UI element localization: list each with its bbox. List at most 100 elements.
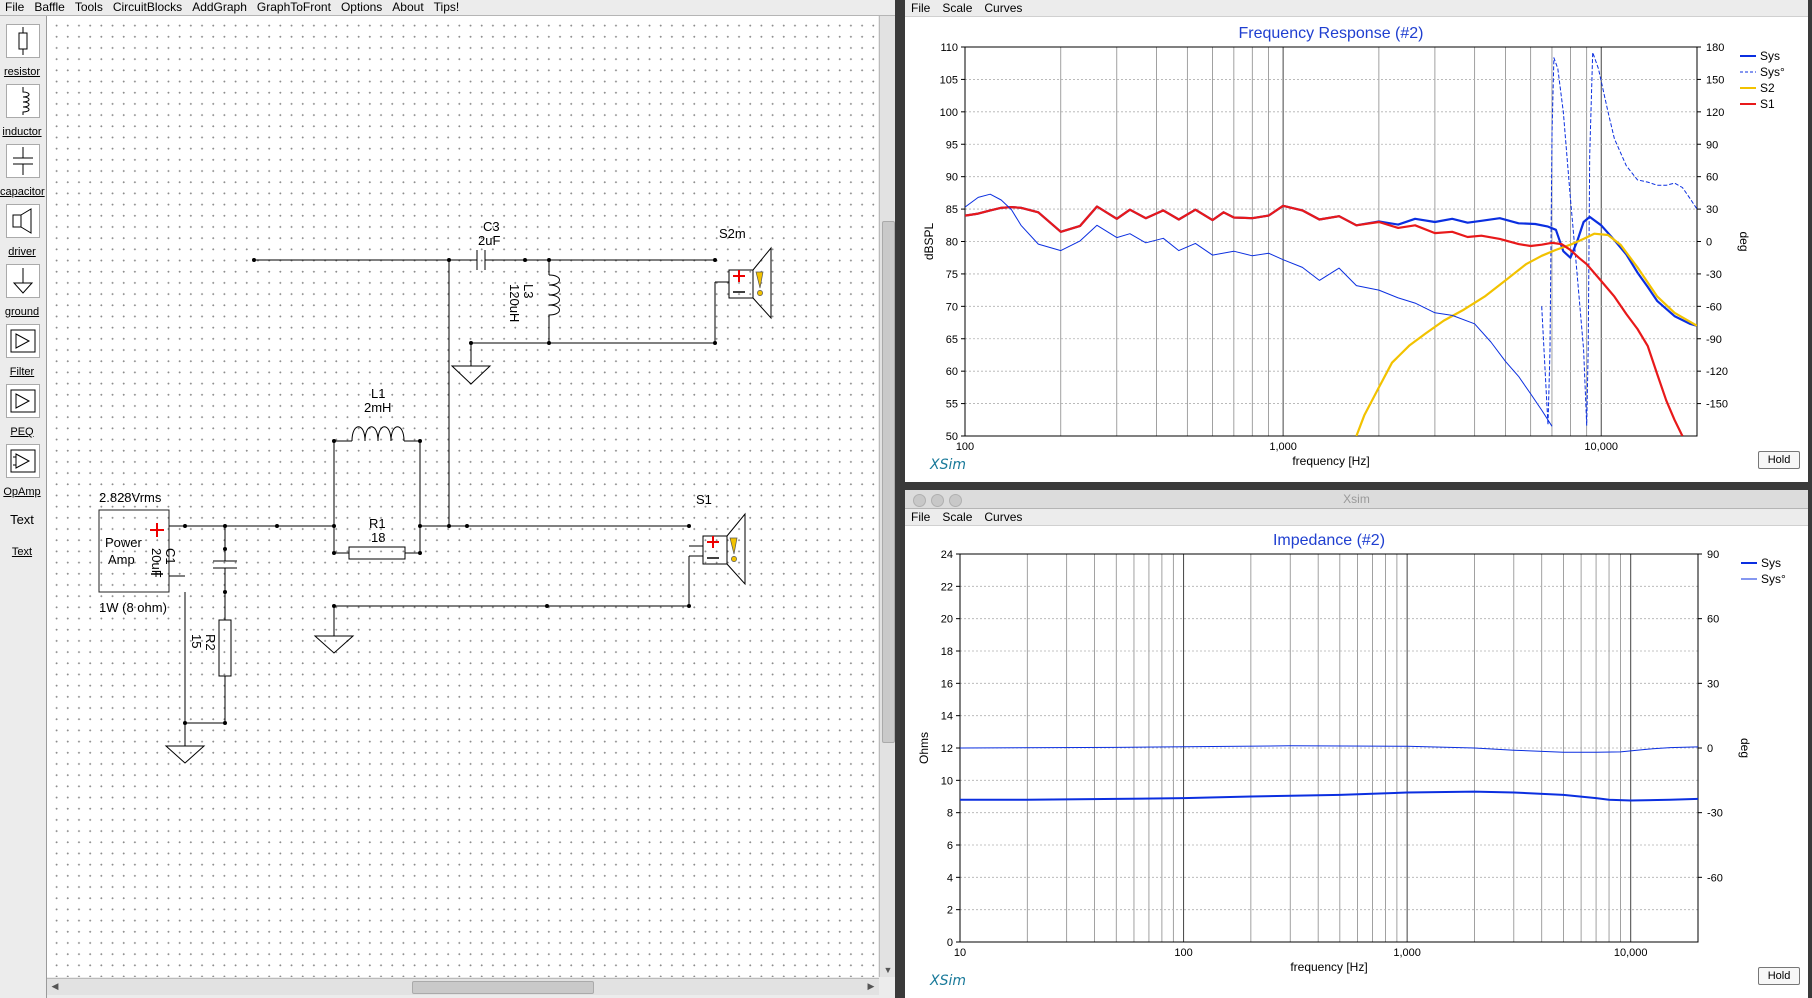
l3-value: 120uH: [507, 284, 522, 323]
series-line-S2-2: [1355, 232, 1697, 436]
chart-title: Impedance (#2): [1273, 532, 1385, 549]
y-tick-label: 100: [940, 107, 958, 119]
vertical-scrollbar[interactable]: ▼: [879, 16, 895, 977]
s2-name: S2m: [719, 226, 746, 241]
palette-resistor[interactable]: resistor: [0, 20, 44, 78]
amp-plus-icon: [150, 523, 164, 537]
imp-hold-button[interactable]: Hold: [1758, 967, 1800, 985]
r2-value: 15: [189, 634, 204, 649]
palette-ground[interactable]: ground: [0, 260, 44, 318]
freq-menu-curves[interactable]: Curves: [984, 1, 1023, 15]
series-line-S1-3: [965, 204, 1684, 436]
imp-menu-scale[interactable]: Scale: [942, 510, 973, 524]
scroll-left-icon[interactable]: ◀: [51, 981, 59, 991]
palette-label: capacitor: [0, 186, 45, 198]
amp-voltage-label: 2.828Vrms: [99, 490, 162, 505]
component-palette: resistor inductor capacitor driver groun…: [0, 16, 47, 998]
l1-name: L1: [371, 386, 386, 401]
minimize-icon[interactable]: [931, 494, 944, 507]
opamp-icon: [6, 444, 40, 478]
amp-label-amp: Amp: [108, 552, 135, 567]
y2-tick-label: -150: [1706, 399, 1728, 411]
y2-tick-label: 90: [1706, 139, 1718, 151]
y-tick-label: 95: [946, 139, 958, 151]
y-tick-label: 2: [947, 905, 953, 917]
y-tick-label: 105: [940, 74, 958, 86]
x-tick-label: 1,000: [1393, 947, 1421, 959]
y-tick-label: 50: [946, 431, 958, 443]
imp-menu-curves[interactable]: Curves: [984, 510, 1023, 524]
schematic-canvas[interactable]: 2.828Vrms Power Amp 1W (8 ohm) C1 20uF R…: [47, 16, 878, 977]
menu-tools[interactable]: Tools: [74, 0, 103, 14]
menu-graphtofront[interactable]: GraphToFront: [256, 0, 331, 14]
x-tick-label: 10,000: [1584, 441, 1618, 453]
scroll-right-icon[interactable]: ▶: [867, 981, 875, 991]
menu-addgraph[interactable]: AddGraph: [192, 0, 247, 14]
c1-name: C1: [163, 548, 178, 565]
freq-menu-file[interactable]: File: [911, 1, 931, 15]
xsim-brand: XSim: [930, 973, 967, 989]
palette-filter[interactable]: Filter: [0, 320, 44, 378]
r2-label: R2 15: [189, 634, 218, 651]
y-axis-label: dBSPL: [922, 222, 936, 260]
y2-axis-label: deg: [1738, 738, 1752, 758]
impedance-titlebar: Xsim: [905, 490, 1808, 509]
y-tick-label: 24: [941, 549, 953, 561]
x-tick-label: 10: [954, 947, 966, 959]
scroll-down-icon[interactable]: ▼: [883, 965, 893, 975]
y2-axis-label: deg: [1737, 231, 1751, 251]
r1-name: R1: [369, 516, 386, 531]
r2-name: R2: [203, 634, 218, 651]
schematic-wires: [98, 246, 772, 764]
close-icon[interactable]: [913, 494, 926, 507]
palette-label: resistor: [3, 66, 41, 78]
menu-circuitblocks[interactable]: CircuitBlocks: [112, 0, 183, 14]
y2-tick-label: -30: [1706, 269, 1722, 281]
impedance-chart: Impedance (#2)024681012141618202224-60-3…: [917, 532, 1786, 974]
y2-tick-label: 90: [1707, 549, 1719, 561]
y-tick-label: 14: [941, 711, 953, 723]
series-line-Sys-1: [960, 745, 1698, 753]
menu-about[interactable]: About: [392, 0, 424, 14]
series-line-Sys-1: [1541, 51, 1697, 426]
y-tick-label: 70: [946, 301, 958, 313]
freq-hold-button[interactable]: Hold: [1758, 451, 1800, 469]
palette-inductor[interactable]: inductor: [0, 80, 44, 138]
c3-name: C3: [483, 219, 500, 234]
zoom-icon[interactable]: [949, 494, 962, 507]
ground-icon: [6, 264, 40, 298]
menu-baffle[interactable]: Baffle: [34, 0, 65, 14]
vertical-scroll-thumb[interactable]: [882, 221, 895, 743]
amp-label-power: Power: [105, 535, 142, 550]
horizontal-scroll-thumb[interactable]: [412, 981, 594, 994]
menu-tips[interactable]: Tips!: [433, 0, 460, 14]
c3-value: 2uF: [478, 233, 501, 248]
palette-opamp[interactable]: OpAmp: [0, 440, 44, 498]
y-tick-label: 20: [941, 614, 953, 626]
menu-options[interactable]: Options: [340, 0, 383, 14]
legend-entry: S2: [1760, 81, 1775, 95]
palette-peq[interactable]: PEQ: [0, 380, 44, 438]
y2-tick-label: 150: [1706, 74, 1724, 86]
imp-menu-file[interactable]: File: [911, 510, 931, 524]
y-tick-label: 8: [947, 808, 953, 820]
y-tick-label: 18: [941, 646, 953, 658]
menu-file[interactable]: File: [5, 0, 25, 14]
y2-tick-label: 120: [1706, 107, 1724, 119]
y2-tick-label: -60: [1707, 872, 1723, 884]
horizontal-scrollbar[interactable]: ◀ ▶: [47, 978, 879, 995]
palette-driver[interactable]: driver: [0, 200, 44, 258]
x-tick-label: 1,000: [1269, 441, 1297, 453]
xsim-brand: XSim: [930, 457, 967, 473]
driver-s1-polarity-icon: [707, 536, 738, 562]
freq-menu-scale[interactable]: Scale: [942, 1, 973, 15]
palette-text[interactable]: Text Text: [0, 500, 44, 558]
palette-capacitor[interactable]: capacitor: [0, 140, 45, 198]
freq-menubar: File Scale Curves: [905, 0, 1808, 17]
driver-icon: [6, 204, 40, 238]
x-axis-label: frequency [Hz]: [1290, 960, 1367, 974]
c1-value: 20uF: [149, 548, 164, 578]
driver-s2-polarity-icon: [733, 270, 764, 296]
r1-value: 18: [371, 530, 386, 545]
